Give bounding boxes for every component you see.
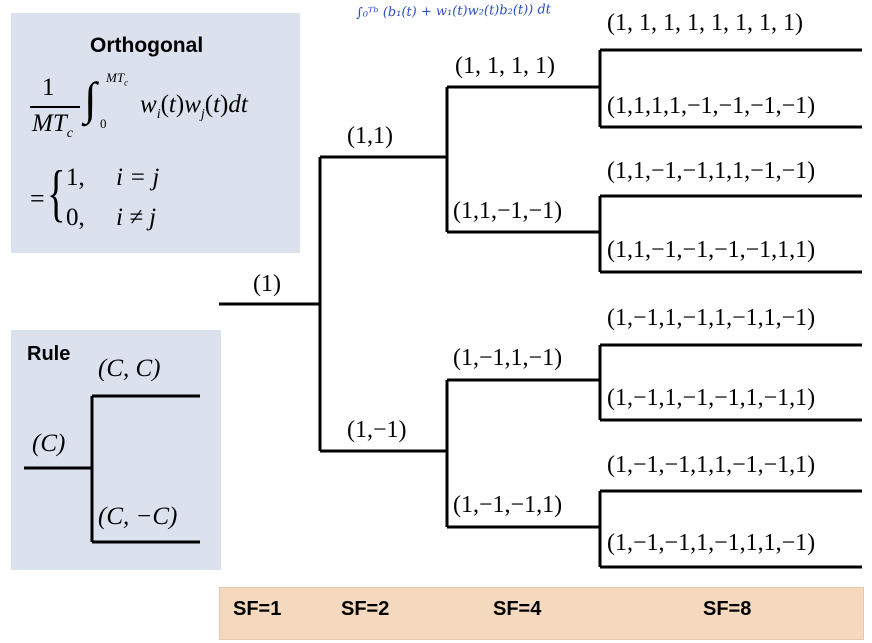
integrand: wi(t)wj(t)dt (140, 91, 248, 122)
rule-panel (11, 330, 221, 570)
case-2-condition: i ≠ j (116, 204, 157, 231)
rule-upper-output: (C, C) (98, 355, 161, 382)
rule-input: (C) (32, 430, 66, 457)
sf4-branch-4 (447, 489, 862, 569)
code-sf8-7: (1,−1,−1,1,1,−1,−1,1) (607, 452, 816, 478)
rule-lower-output: (C, −C) (98, 503, 178, 530)
spreading-factor-bar (219, 587, 864, 640)
code-root: (1) (253, 271, 281, 297)
sf4-branch-3 (447, 343, 862, 422)
case-1-value: 1, (66, 164, 85, 191)
code-sf8-6: (1,−1,1,−1,−1,1,−1,1) (607, 385, 816, 411)
equals-sign: = (30, 184, 45, 213)
sf-label-4: SF=4 (493, 598, 542, 620)
rule-branch (24, 394, 200, 544)
code-sf8-3: (1,1,−1,−1,1,1,−1,−1) (607, 158, 816, 184)
sf2-branch-upper (320, 87, 449, 232)
sf4-branch-2 (447, 194, 862, 274)
code-sf4-1: (1, 1, 1, 1) (455, 53, 555, 79)
sf4-branch-1 (447, 48, 862, 129)
sf-label-8: SF=8 (703, 598, 752, 620)
fraction-denominator: MTc (32, 110, 73, 141)
code-sf8-1: (1, 1, 1, 1, 1, 1, 1, 1) (607, 10, 803, 36)
fraction-bar (30, 106, 80, 108)
case-2-value: 0, (66, 204, 85, 231)
integral-sign: ∫ (84, 73, 97, 124)
code-sf8-2: (1,1,1,1,−1,−1,−1,−1) (607, 93, 816, 119)
fraction-numerator: 1 (42, 74, 55, 101)
orthogonality-panel (11, 13, 300, 253)
integral-upper-limit: MTc (106, 70, 129, 88)
rule-title: Rule (27, 343, 71, 365)
code-sf8-4: (1,1,−1,−1,−1,−1,1,1) (607, 237, 816, 263)
sf-label-1: SF=1 (233, 598, 282, 620)
root-branch (219, 157, 322, 451)
code-sf2-1: (1,1) (347, 123, 393, 149)
integral-lower-limit: 0 (100, 116, 107, 131)
case-brace: { (47, 157, 66, 228)
code-sf4-2: (1,1,−1,−1) (453, 198, 563, 224)
sf-label-2: SF=2 (341, 598, 390, 620)
code-sf8-5: (1,−1,1,−1,1,−1,1,−1) (607, 305, 816, 331)
code-sf8-8: (1,−1,−1,1,−1,1,1,−1) (607, 530, 816, 556)
code-sf4-3: (1,−1,1,−1) (453, 345, 563, 371)
orthogonal-title: Orthogonal (90, 34, 204, 57)
code-sf2-2: (1,−1) (347, 417, 407, 443)
code-sf4-4: (1,−1,−1,1) (453, 492, 563, 518)
case-1-condition: i = j (116, 164, 160, 191)
sf2-branch-lower (320, 380, 449, 527)
